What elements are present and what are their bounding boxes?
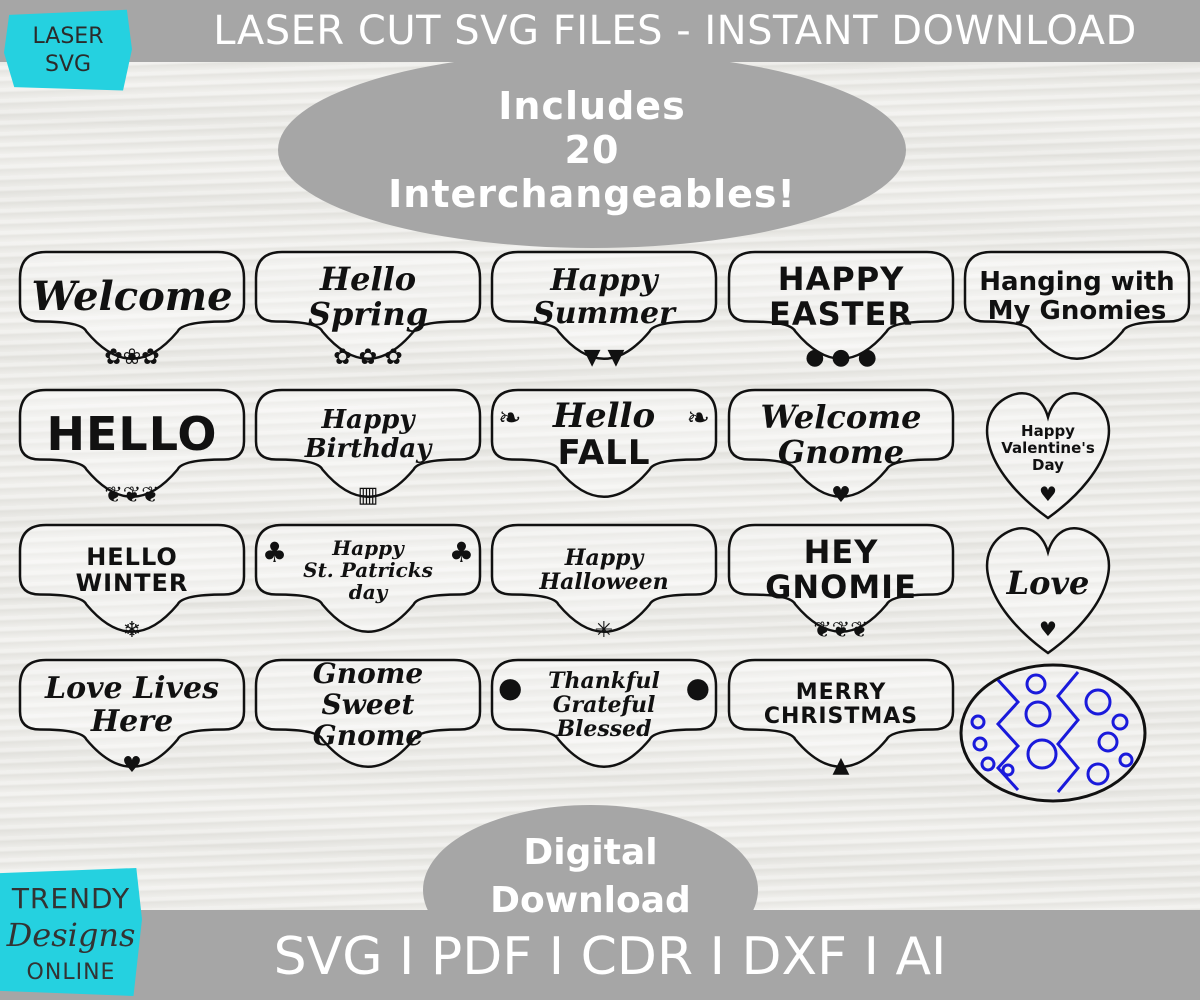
plaque-decoration-icon: ✿❀✿ — [104, 345, 160, 370]
egg-circle-12 — [1118, 752, 1134, 768]
digital-line-1: Digital — [523, 832, 658, 873]
plaque-outline — [18, 388, 246, 498]
easter-egg-outline — [959, 663, 1147, 803]
side-decoration-icon: ❧ — [686, 401, 710, 434]
plaque-decoration-icon: ▲ — [832, 753, 850, 778]
plaque-10 — [986, 392, 1110, 520]
plaque-19 — [727, 658, 955, 768]
side-decoration-icon: ♣ — [262, 536, 288, 569]
plaque-decoration-icon: ▼ ▼ — [583, 345, 625, 370]
heart-outline — [986, 392, 1110, 520]
plaque-outline — [18, 523, 246, 633]
plaque-outline — [727, 523, 955, 633]
plaque-decoration-icon: ❦❦❦ — [104, 483, 160, 508]
plaque-1 — [18, 250, 246, 360]
digital-download-callout: Digital Download — [423, 805, 758, 975]
plaque-outline — [727, 658, 955, 768]
plaque-decoration-icon: ✳ — [594, 618, 614, 643]
plaque-16 — [18, 658, 246, 768]
includes-callout: Includes 20 Interchangeables! — [278, 52, 906, 248]
plaque-14 — [727, 523, 955, 633]
plaque-decoration-icon: ♥ — [831, 483, 851, 508]
top-banner — [0, 0, 1200, 62]
brand-line-1: TRENDY — [11, 882, 131, 915]
trendy-designs-logo: TRENDY Designs ONLINE — [0, 868, 152, 996]
plaque-outline — [490, 658, 718, 768]
plaque-18 — [490, 658, 718, 768]
plaque-12 — [254, 523, 482, 633]
side-decoration-icon: ● — [685, 671, 710, 704]
plaque-outline — [18, 658, 246, 768]
plaque-3 — [490, 250, 718, 360]
plaque-decoration-icon: ❦❦❦ — [813, 618, 869, 643]
plaque-decoration-icon: ❧❧ — [498, 401, 710, 434]
plaque-outline — [18, 250, 246, 360]
egg-circle-8 — [1084, 688, 1112, 716]
plaque-outline — [254, 658, 482, 768]
plaque-decoration-icon: ❄ — [122, 618, 142, 643]
plaque-20 — [959, 663, 1147, 803]
page-title: LASER CUT SVG FILES - INSTANT DOWNLOAD — [213, 8, 1137, 54]
plaque-6 — [18, 388, 246, 498]
file-formats: SVG I PDF I CDR I DXF I AI — [273, 927, 947, 987]
plaque-8 — [490, 388, 718, 498]
side-decoration-icon: ❧ — [498, 401, 522, 434]
plaque-decoration-icon: ♥ — [1039, 482, 1057, 506]
plaque-decoration-icon: ♥ — [122, 753, 142, 778]
egg-circle-4 — [1001, 763, 1015, 777]
egg-circle-9 — [1097, 731, 1119, 753]
egg-circle-3 — [980, 756, 996, 772]
laser-svg-badge: LASER SVG — [4, 9, 132, 91]
includes-line-2: 20 — [564, 128, 620, 172]
plaque-7 — [254, 388, 482, 498]
plaque-outline — [254, 250, 482, 360]
includes-line-1: Includes — [498, 84, 686, 128]
plaque-9 — [727, 388, 955, 498]
includes-line-3: Interchangeables! — [388, 172, 796, 216]
plaque-decoration-icon: ♥ — [1039, 617, 1057, 641]
logo-brush-background — [0, 868, 142, 996]
plaque-decoration-icon: ●● — [498, 671, 710, 704]
plaque-decoration-icon: ▥ — [357, 483, 379, 508]
egg-circle-2 — [972, 736, 988, 752]
brand-line-3: ONLINE — [26, 960, 116, 985]
plaque-2 — [254, 250, 482, 360]
plaque-13 — [490, 523, 718, 633]
egg-circle-10 — [1111, 713, 1129, 731]
egg-circle-11 — [1086, 762, 1110, 786]
plaque-outline — [727, 250, 955, 360]
plaque-decoration-icon: ♣♣ — [262, 536, 474, 569]
plaque-outline — [490, 250, 718, 360]
egg-zigzag-pattern — [995, 671, 1080, 793]
brand-line-2: Designs — [6, 916, 136, 954]
plaque-17 — [254, 658, 482, 768]
egg-circle-5 — [1025, 673, 1047, 695]
digital-line-2: Download — [490, 880, 691, 921]
plaque-outline — [490, 388, 718, 498]
plaque-11 — [18, 523, 246, 633]
plaque-decoration-icon: ● ● ● — [805, 345, 877, 370]
plaque-outline — [490, 523, 718, 633]
side-decoration-icon: ♣ — [448, 536, 474, 569]
plaque-outline — [727, 388, 955, 498]
plaque-15 — [986, 527, 1110, 655]
side-decoration-icon: ● — [498, 671, 523, 704]
plaque-5 — [963, 250, 1191, 360]
plaque-outline — [963, 250, 1191, 360]
egg-circle-1 — [970, 714, 986, 730]
plaque-4 — [727, 250, 955, 360]
egg-circle-7 — [1026, 738, 1058, 770]
egg-circle-6 — [1024, 700, 1052, 728]
plaque-outline — [254, 388, 482, 498]
badge-line-2: SVG — [44, 52, 92, 77]
badge-line-1: LASER — [32, 24, 104, 49]
plaque-outline — [254, 523, 482, 633]
plaque-decoration-icon: ✿ ✿ ✿ — [333, 345, 403, 370]
heart-outline — [986, 527, 1110, 655]
